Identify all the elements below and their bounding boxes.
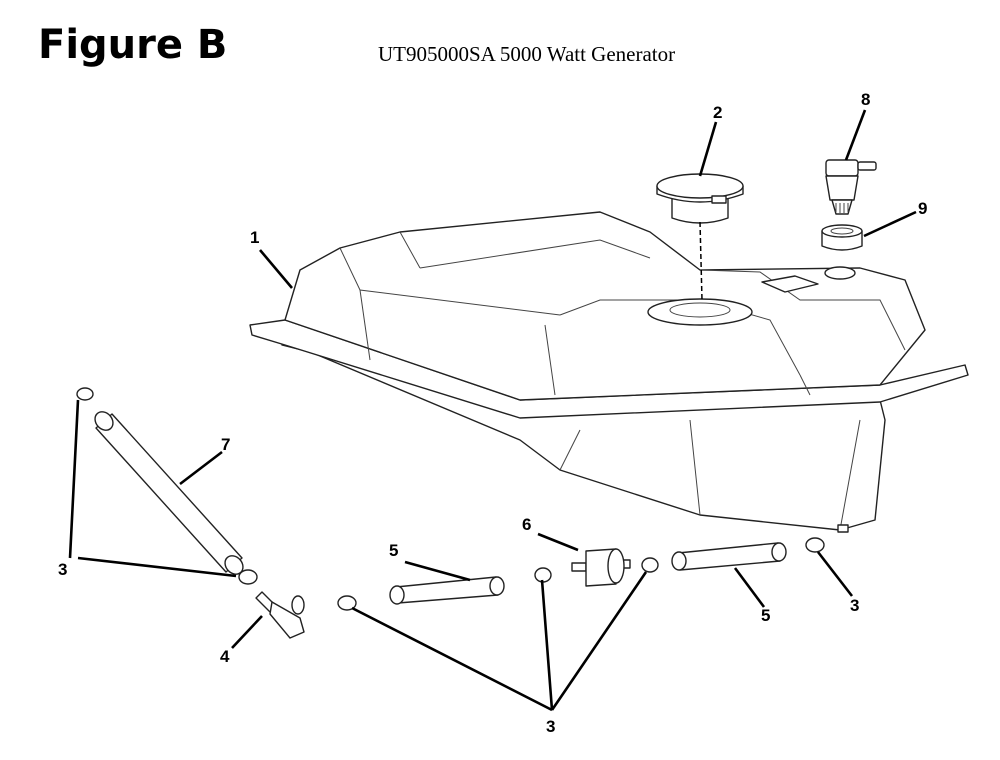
callout-3-bottom: 3 [546, 717, 555, 736]
callout-6: 6 [522, 515, 531, 534]
hose-clamp [76, 387, 825, 611]
callout-4: 4 [220, 647, 230, 666]
diagram-title: UT905000SA 5000 Watt Generator [378, 42, 676, 66]
fuel-filter [571, 548, 631, 587]
elbow-fitting [255, 591, 305, 639]
callout-3-right: 3 [850, 596, 859, 615]
fuel-hose-short-right [671, 542, 787, 571]
fuel-hose-long [94, 411, 244, 575]
callout-3-left: 3 [58, 560, 67, 579]
callout-9: 9 [918, 199, 927, 218]
callout-8: 8 [861, 90, 870, 109]
callout-7: 7 [221, 435, 230, 454]
figure-label: Figure B [38, 22, 228, 68]
leader-lines [68, 109, 917, 712]
valve-bushing [821, 224, 863, 251]
fuel-tank [249, 211, 969, 533]
callout-1: 1 [250, 228, 259, 247]
fuel-valve [825, 159, 877, 215]
callout-5-left: 5 [389, 541, 398, 560]
callout-5-right: 5 [761, 606, 770, 625]
fuel-hose-short-left [389, 576, 505, 605]
callout-2: 2 [713, 103, 722, 122]
